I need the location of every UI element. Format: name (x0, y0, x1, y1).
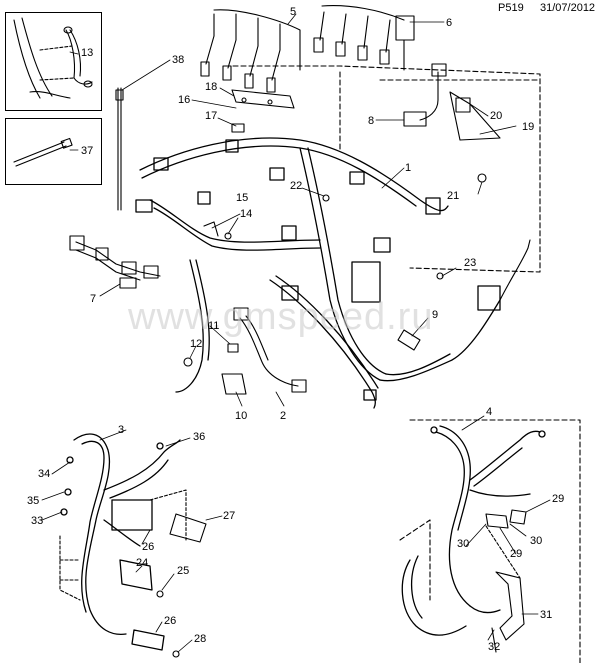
leader-lines (41, 13, 551, 653)
callout-11: 11 (208, 320, 220, 332)
callout-1: 1 (405, 162, 412, 174)
callout-16: 16 (178, 94, 191, 106)
bracket-18 (231, 89, 295, 109)
callout-28: 28 (194, 633, 207, 645)
callout-6: 6 (446, 17, 453, 29)
bolt-28 (172, 650, 180, 658)
bracket-27 (169, 513, 207, 543)
callout-2: 2 (280, 410, 287, 422)
main-harness-1 (135, 137, 501, 409)
callout-13: 13 (81, 47, 94, 59)
callout-20: 20 (490, 110, 503, 122)
callout-4: 4 (486, 406, 493, 418)
callout-31: 31 (540, 609, 553, 621)
diagram-date: 31/07/2012 (540, 2, 596, 14)
clip-14 (224, 232, 232, 240)
bolt-22 (322, 194, 330, 202)
callout-27: 27 (223, 510, 236, 522)
ground-harness-4 (401, 425, 546, 636)
callout-24: 24 (136, 557, 149, 569)
callout-25: 25 (177, 565, 190, 577)
callout-8: 8 (368, 115, 375, 127)
callout-17: 17 (205, 110, 218, 122)
clip-29 (509, 509, 527, 525)
callout-30-right: 30 (530, 535, 543, 547)
callout-22: 22 (290, 180, 303, 192)
watermark: www.gmspeed.ru (128, 296, 434, 338)
callout-3: 3 (118, 424, 125, 436)
callout-33: 33 (31, 515, 44, 527)
callout-19: 19 (522, 121, 535, 133)
connector-harness-7 (69, 235, 161, 289)
callout-36: 36 (193, 431, 206, 443)
bolt-25 (156, 590, 164, 598)
cable-tie-38-illustration (115, 87, 124, 211)
leader-lines-left (59, 535, 81, 601)
coil-harness-6 (313, 5, 415, 71)
callout-26-upper: 26 (142, 541, 155, 553)
callout-38: 38 (172, 54, 185, 66)
callout-26-lower: 26 (164, 615, 177, 627)
callout-10: 10 (235, 410, 248, 422)
wire-23 (499, 239, 531, 301)
callout-37: 37 (81, 145, 94, 157)
callout-29-right: 29 (552, 493, 565, 505)
bolt-23 (436, 272, 444, 280)
cable-tie-illustration (13, 137, 73, 167)
diagram-code: P519 (498, 2, 524, 14)
clip-11 (227, 343, 239, 353)
bracket-10 (221, 373, 247, 395)
clip-15 (203, 221, 219, 237)
callout-18: 18 (205, 81, 218, 93)
harness-2 (233, 307, 307, 393)
sensor-harness-8 (403, 63, 501, 183)
bracket-31 (495, 571, 525, 641)
callout-15: 15 (236, 192, 249, 204)
callout-14: 14 (240, 208, 253, 220)
callout-29-lower: 29 (510, 548, 523, 560)
battery-harness-3 (60, 433, 181, 651)
callout-21: 21 (447, 190, 460, 202)
injector-harness-5 (200, 9, 301, 93)
callout-35: 35 (27, 495, 40, 507)
callout-34: 34 (38, 468, 51, 480)
clip-17 (231, 123, 245, 133)
bracket-30 (485, 513, 509, 529)
callout-9: 9 (432, 309, 439, 321)
bracket-9 (397, 329, 421, 351)
callout-30-left: 30 (457, 538, 470, 550)
ground-strap-illustration (13, 17, 93, 99)
callout-5: 5 (290, 6, 297, 18)
callout-32: 32 (488, 641, 501, 653)
callout-7: 7 (90, 293, 97, 305)
clip-12 (183, 357, 193, 367)
callout-12: 12 (190, 338, 203, 350)
callout-23: 23 (464, 257, 477, 269)
